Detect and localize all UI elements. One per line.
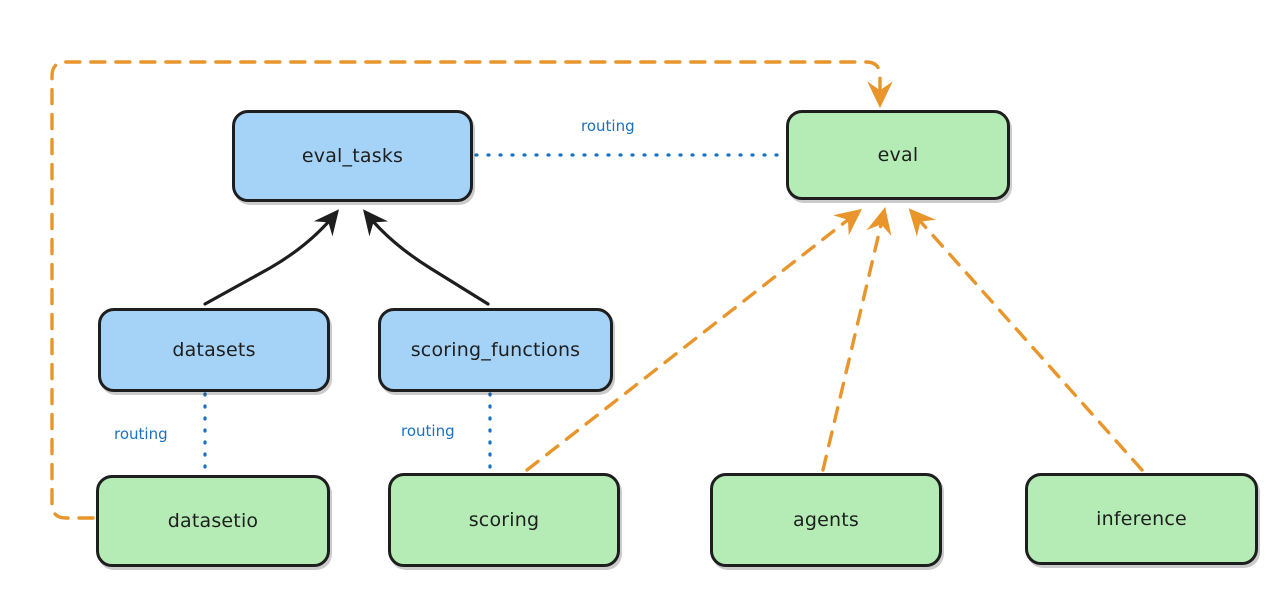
edge-datasets-to-eval-tasks [203, 209, 340, 306]
node-agents[interactable]: agents [710, 473, 942, 567]
node-label-scoring-functions: scoring_functions [410, 339, 581, 361]
node-scoring-functions[interactable]: scoring_functions [378, 308, 613, 392]
node-label-scoring: scoring [468, 509, 540, 531]
edge-label-routing-eval-tasks-to-eval: routing [578, 117, 638, 135]
node-eval[interactable]: eval [786, 110, 1010, 200]
node-inference[interactable]: inference [1025, 473, 1258, 565]
edge-scoring-functions-to-eval-tasks [363, 209, 490, 306]
edge-datasetio-to-eval-dependency [50, 60, 893, 520]
node-datasetio[interactable]: datasetio [96, 475, 330, 567]
node-label-agents: agents [793, 509, 859, 531]
node-label-datasetio: datasetio [167, 510, 259, 532]
node-label-eval: eval [877, 144, 919, 166]
edge-label-routing-datasets-to-datasetio: routing [111, 425, 171, 443]
edge-scoring-to-eval-dependency [525, 208, 863, 472]
edge-label-routing-scoring-functions-to-scoring: routing [398, 422, 458, 440]
node-scoring[interactable]: scoring [388, 473, 620, 567]
node-label-eval-tasks: eval_tasks [301, 145, 404, 167]
node-datasets[interactable]: datasets [98, 308, 330, 392]
node-eval-tasks[interactable]: eval_tasks [232, 110, 473, 202]
node-label-inference: inference [1096, 508, 1187, 530]
node-label-datasets: datasets [172, 339, 256, 361]
edge-inference-to-eval-dependency [908, 208, 1144, 472]
edge-agents-to-eval-dependency [821, 207, 892, 472]
